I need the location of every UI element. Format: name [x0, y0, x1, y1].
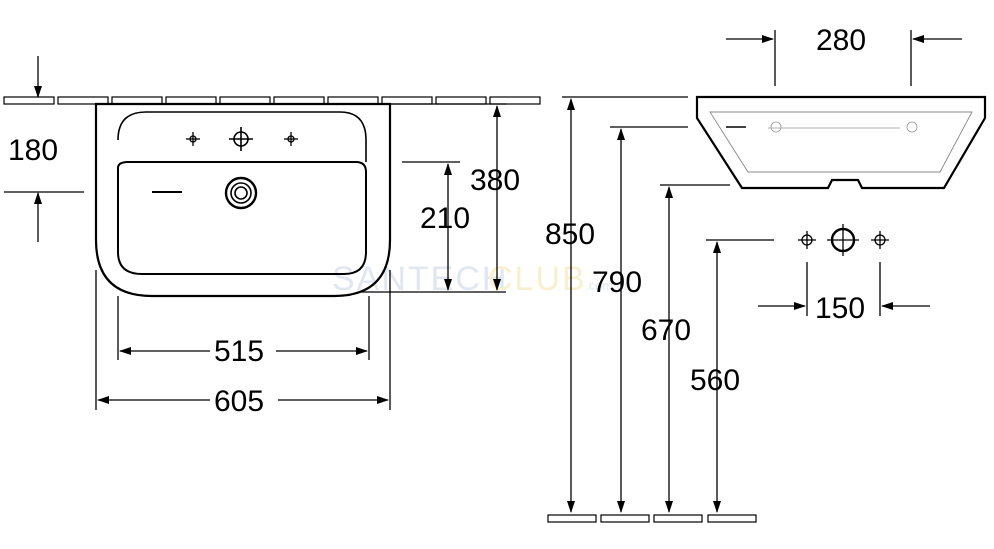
supply-hole-center [827, 224, 859, 256]
side-profile-inner [709, 111, 973, 173]
drain [224, 176, 258, 210]
tap-hole-right [284, 132, 298, 146]
dim-label-280: 280 [816, 24, 866, 57]
front-view-labels: 180 380 210 515 605 [8, 134, 520, 418]
dim-label-605: 605 [214, 385, 264, 418]
side-profile-outer [695, 95, 987, 190]
basin-outline [94, 102, 392, 298]
tap-hole-left [186, 132, 200, 146]
dim-label-670: 670 [641, 314, 691, 347]
dim-label-180: 180 [8, 134, 58, 167]
basin-bowl-top [117, 111, 367, 162]
floor-hatch [547, 514, 757, 523]
dim-label-515: 515 [214, 335, 264, 368]
supply-hole-left [798, 231, 816, 249]
side-view [547, 30, 987, 523]
dim-label-560: 560 [690, 364, 740, 397]
dim-label-150: 150 [815, 292, 865, 325]
basin-bowl [117, 161, 367, 275]
supply-hole-right [871, 231, 889, 249]
dim-label-850: 850 [545, 218, 595, 251]
dim-label-380: 380 [470, 164, 520, 197]
front-view [3, 56, 541, 410]
tap-hole-center [229, 127, 253, 151]
dim-label-210: 210 [420, 202, 470, 235]
side-view-labels: 280 850 790 670 560 150 [545, 24, 866, 397]
dim-label-790: 790 [592, 266, 642, 299]
